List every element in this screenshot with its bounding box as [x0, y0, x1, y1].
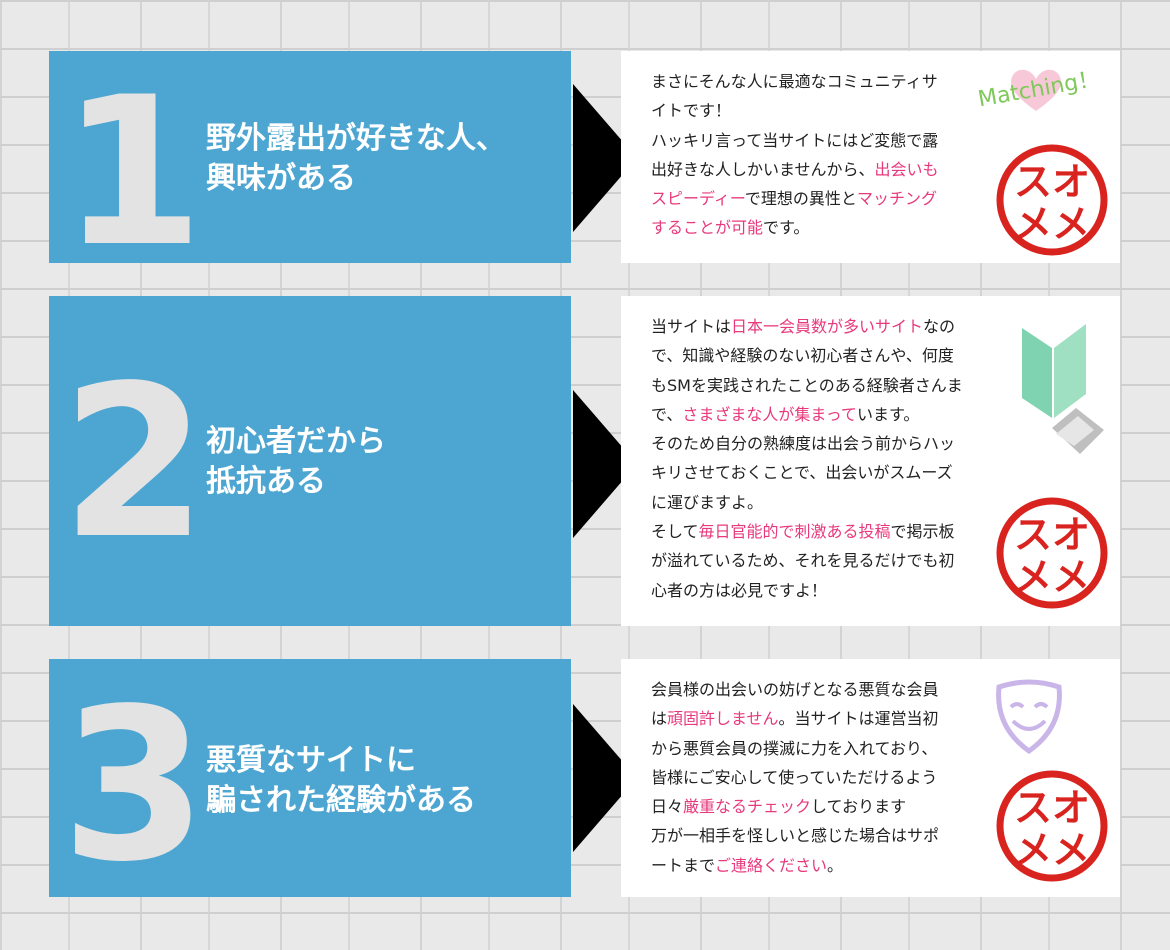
text-seg: 万が一相手を怪しいと感じた場合はサポ: [651, 826, 940, 846]
text-seg: 皆様にご安心して使っていただけるよう: [651, 767, 938, 787]
text-seg: で、: [651, 404, 683, 424]
stamp-line2: メメ: [1014, 202, 1090, 246]
feature-heading: 初心者だから 抵抗ある: [206, 422, 386, 502]
text-seg: 心者の方は必見ですよ！: [651, 580, 828, 600]
feature-heading-line2: 抵抗ある: [206, 464, 326, 499]
text-seg: 日々: [651, 797, 684, 817]
recommend-stamp-icon: スオ メメ: [996, 497, 1108, 609]
highlight-text: 厳重なるチェック: [683, 797, 812, 817]
heart-icon: [1011, 69, 1061, 111]
feature-number: 1: [61, 54, 204, 292]
highlight-text: スピーディー: [651, 189, 745, 209]
highlight-text: マッチング: [856, 189, 937, 209]
highlight-text: 出会いも: [874, 159, 939, 179]
arrow-right-icon: [573, 84, 637, 232]
stamp-line2: メメ: [1014, 555, 1090, 599]
text-seg: そして: [651, 522, 699, 542]
description-text: まさにそんな人に最適なコミュニティサ イトです！ ハッキリ言って当サイトにはど変…: [651, 67, 996, 243]
feature-heading-line2: 騙された経験がある: [206, 783, 476, 818]
feature-heading: 悪質なサイトに 騙された経験がある: [206, 741, 476, 821]
mask-icon: [996, 679, 1062, 755]
highlight-text: さまざまな人が集まって: [682, 404, 857, 424]
feature-heading: 野外露出が好きな人、 興味がある: [206, 119, 506, 199]
stamp-line2: メメ: [1014, 828, 1090, 872]
recommend-stamp-icon: スオ メメ: [996, 770, 1108, 882]
text-seg: しております: [811, 797, 907, 817]
text-seg: イトです！: [651, 101, 732, 121]
feature-heading-line1: 悪質なサイトに: [206, 743, 416, 778]
description-card-3: 会員様の出会いの妨げとなる悪質な会員 は頑固許しません。当サイトは運営当初 から…: [621, 659, 1120, 897]
text-seg: 出好きな人しかいませんから、: [651, 159, 875, 179]
description-card-1: まさにそんな人に最適なコミュニティサ イトです！ ハッキリ言って当サイトにはど変…: [621, 51, 1120, 263]
highlight-text: 頑固許しません: [667, 709, 779, 729]
feature-panel-2: 2 初心者だから 抵抗ある: [49, 296, 571, 626]
text-seg: そのため自分の熟練度は出会う前からハッ: [651, 434, 956, 454]
text-seg: います。: [856, 404, 920, 424]
text-seg: は: [651, 709, 668, 729]
stamp-line1: スオ: [1014, 160, 1090, 204]
highlight-text: することが可能: [651, 218, 764, 238]
recommend-stamp-icon: スオ メメ: [996, 144, 1108, 256]
text-seg: まさにそんな人に最適なコミュニティサ: [651, 72, 938, 91]
text-seg: キリさせておくことで、出会いがスムーズ: [651, 463, 953, 483]
stamp-line1: スオ: [1014, 786, 1090, 830]
text-seg: 。: [827, 855, 844, 875]
highlight-text: 毎日官能的で刺激ある投稿: [698, 522, 891, 542]
text-seg: 当サイトは: [651, 317, 732, 336]
text-seg: から悪質会員の撲滅に力を入れており、: [651, 738, 938, 758]
description-card-2: 当サイトは日本一会員数が多いサイトなの で、知識や経験のない初心者さんや、何度 …: [621, 296, 1120, 626]
feature-panel-3: 3 悪質なサイトに 騙された経験がある: [49, 659, 571, 897]
text-seg: です。: [763, 218, 810, 238]
text-seg: で理想の異性と: [744, 189, 857, 209]
highlight-text: ご連絡ください: [715, 855, 828, 875]
text-seg: で掲示板: [890, 522, 955, 542]
arrow-right-icon: [573, 704, 637, 852]
feature-panel-1: 1 野外露出が好きな人、 興味がある: [49, 51, 571, 276]
text-seg: なの: [923, 317, 956, 336]
stamp-line1: スオ: [1014, 513, 1090, 557]
beginner-mark-icon: [1022, 324, 1104, 454]
feature-heading-line1: 初心者だから: [206, 424, 386, 459]
text-seg: に運びますよ。: [651, 492, 764, 512]
feature-heading-line2: 興味がある: [206, 161, 356, 196]
description-text: 会員様の出会いの妨げとなる悪質な会員 は頑固許しません。当サイトは運営当初 から…: [651, 675, 996, 880]
text-seg: で、知識や経験のない初心者さんや、何度: [651, 346, 954, 366]
text-seg: 。当サイトは運営当初: [778, 709, 939, 729]
text-seg: ートまで: [651, 855, 716, 875]
description-text: 当サイトは日本一会員数が多いサイトなの で、知識や経験のない初心者さんや、何度 …: [651, 312, 996, 605]
text-seg: が溢れているため、それを見るだけでも初: [651, 551, 955, 571]
text-seg: もSMを実践されたことのある経験者さんま: [651, 375, 963, 395]
feature-number: 2: [61, 340, 207, 585]
highlight-text: 日本一会員数が多いサイト: [731, 317, 924, 336]
text-seg: 会員様の出会いの妨げとなる悪質な会員: [651, 680, 939, 699]
text-seg: ハッキリ言って当サイトにはど変態で露: [651, 130, 939, 150]
feature-number: 3: [61, 663, 207, 908]
arrow-right-icon: [573, 390, 637, 538]
feature-heading-line1: 野外露出が好きな人、: [206, 121, 506, 156]
